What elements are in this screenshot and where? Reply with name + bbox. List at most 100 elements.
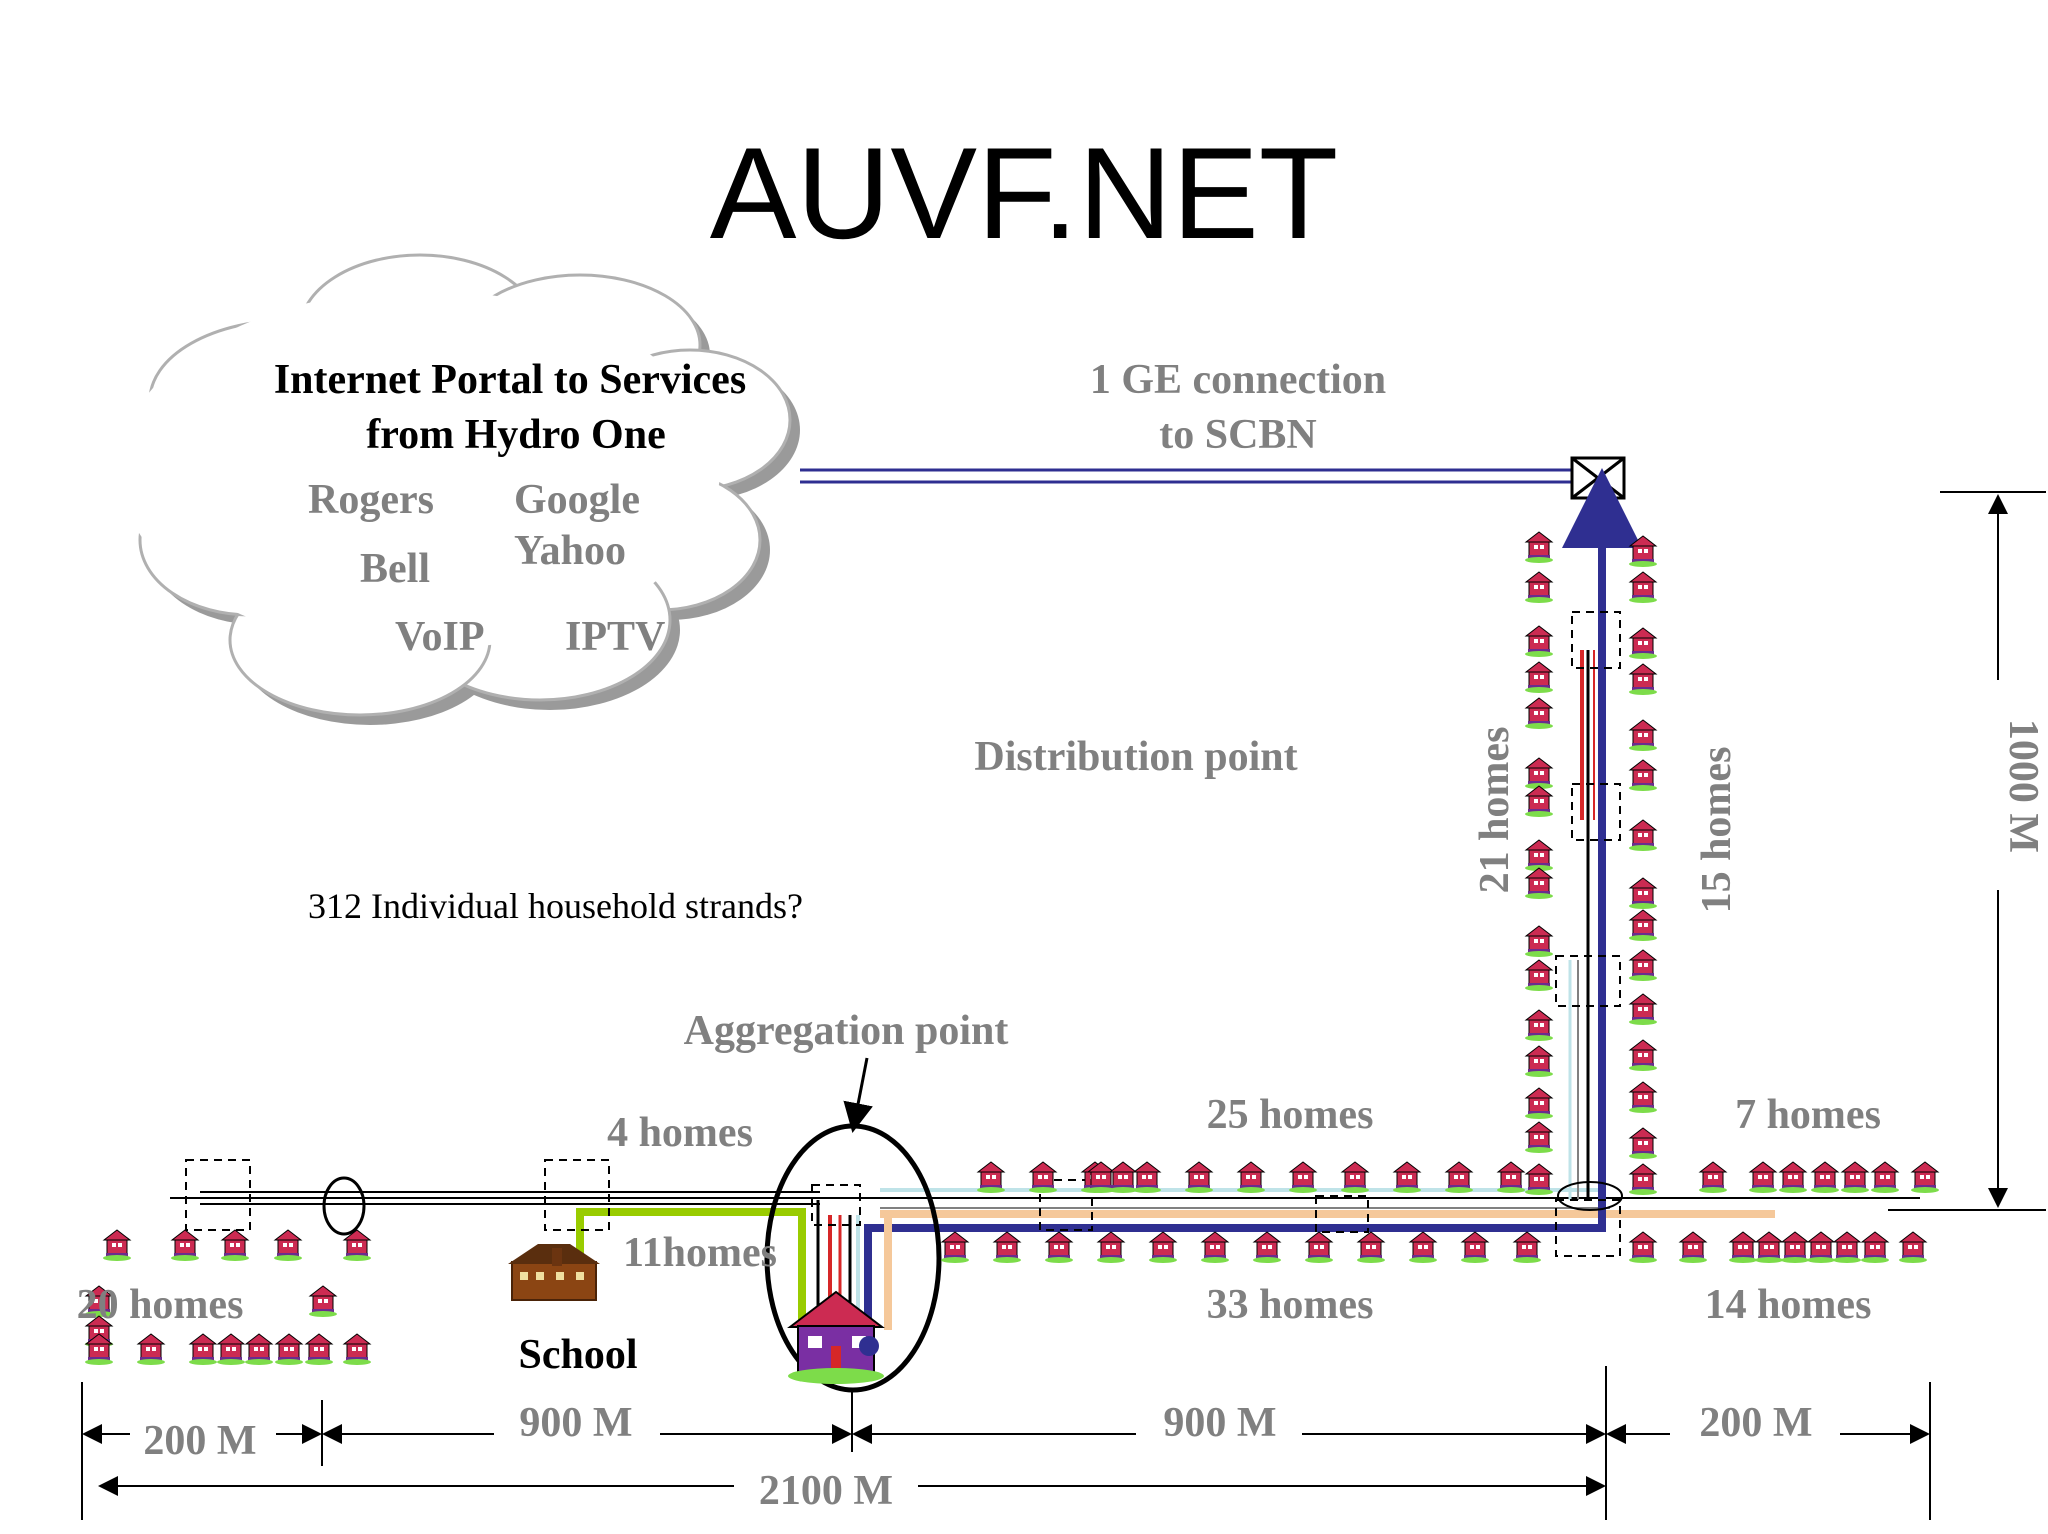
- homes-label-bottom: 33 homes: [1207, 1282, 1374, 1328]
- home-icon: [976, 1161, 1006, 1193]
- home-icon: [1780, 1231, 1810, 1263]
- homes-label-north-west: 21 homes: [1472, 727, 1518, 894]
- home-icon: [1028, 1161, 1058, 1193]
- home-icon: [1252, 1231, 1282, 1263]
- service-google: Google: [514, 477, 640, 523]
- hub-house-icon: [787, 1290, 885, 1384]
- home-icon: [102, 1229, 132, 1261]
- home-icon: [1524, 531, 1554, 563]
- strands-note: 312 Individual household strands?: [308, 886, 803, 926]
- dim-label-main-span: 900 M: [1163, 1400, 1276, 1446]
- home-icon: [1340, 1161, 1370, 1193]
- home-icon: [1288, 1161, 1318, 1193]
- home-icon: [1628, 663, 1658, 695]
- home-icon: [1524, 1121, 1554, 1153]
- home-icon: [1524, 697, 1554, 729]
- home-icon: [1524, 1045, 1554, 1077]
- home-icon: [1512, 1231, 1542, 1263]
- homes-label-north-east: 15 homes: [1694, 747, 1740, 914]
- home-icon: [1754, 1231, 1784, 1263]
- home-icon: [1044, 1231, 1074, 1263]
- home-icon: [1524, 839, 1554, 871]
- home-icon: [1108, 1161, 1138, 1193]
- home-icon: [1628, 877, 1658, 909]
- distribution-junction: [1557, 1181, 1623, 1211]
- home-icon: [1524, 571, 1554, 603]
- home-icon: [1628, 949, 1658, 981]
- vertical-strands: [1568, 650, 1595, 1200]
- service-rogers: Rogers: [308, 477, 434, 523]
- home-icon: [1524, 1087, 1554, 1119]
- home-icon: [940, 1231, 970, 1263]
- home-icon: [216, 1333, 246, 1365]
- home-icon: [1628, 1081, 1658, 1113]
- home-icon: [1628, 1231, 1658, 1263]
- home-icon: [1628, 627, 1658, 659]
- internet-cloud: Internet Portal to Services from Hydro O…: [120, 253, 800, 725]
- home-icon: [1870, 1161, 1900, 1193]
- school-strand: [576, 1208, 806, 1330]
- home-icon: [188, 1333, 218, 1365]
- home-icon: [170, 1229, 200, 1261]
- home-icon: [1628, 819, 1658, 851]
- home-icon: [1628, 1039, 1658, 1071]
- home-icon: [1628, 571, 1658, 603]
- home-icon: [1086, 1161, 1116, 1193]
- home-icon: [1628, 759, 1658, 791]
- home-icon: [244, 1333, 274, 1365]
- home-icon: [1496, 1161, 1526, 1193]
- home-icon: [1392, 1161, 1422, 1193]
- home-icon: [304, 1333, 334, 1365]
- home-icon: [1200, 1231, 1230, 1263]
- home-icon: [1132, 1161, 1162, 1193]
- homes-label-east-bottom: 14 homes: [1705, 1282, 1872, 1328]
- homes-label-east-top: 7 homes: [1735, 1092, 1881, 1138]
- home-icon: [1444, 1161, 1474, 1193]
- home-icon: [1628, 1163, 1658, 1195]
- home-icon: [1184, 1161, 1214, 1193]
- blue-uplink-path: [864, 468, 1642, 1348]
- dim-label-vertical: 1000 M: [2000, 719, 2046, 853]
- ge-label-line1: 1 GE connection: [1090, 357, 1386, 403]
- home-icon: [1728, 1231, 1758, 1263]
- school-building-icon: [508, 1244, 600, 1301]
- home-icon: [1304, 1231, 1334, 1263]
- home-icon: [1628, 719, 1658, 751]
- home-icon: [1698, 1161, 1728, 1193]
- home-icon: [1524, 925, 1554, 957]
- cloud-title-line2: from Hydro One: [366, 412, 665, 458]
- home-icon: [1628, 909, 1658, 941]
- home-icon: [1356, 1231, 1386, 1263]
- dimension-lines: [81, 491, 2046, 1520]
- network-switch-icon: [1570, 456, 1626, 500]
- home-icon: [220, 1229, 250, 1261]
- home-icon: [1840, 1161, 1870, 1193]
- home-icon: [308, 1285, 338, 1317]
- home-icon: [273, 1229, 303, 1261]
- homes-layer: [84, 531, 1940, 1365]
- home-icon: [1460, 1231, 1490, 1263]
- main-trunk: [170, 1188, 1920, 1218]
- aggregation-arrow: [843, 1057, 873, 1133]
- dim-label-total: 2100 M: [759, 1468, 893, 1514]
- home-icon: [84, 1333, 114, 1365]
- ge-connection-line: [800, 468, 1572, 484]
- home-icon: [1898, 1231, 1928, 1263]
- home-icon: [1524, 1009, 1554, 1041]
- home-icon: [1832, 1231, 1862, 1263]
- home-icon: [1910, 1161, 1940, 1193]
- home-icon: [1524, 785, 1554, 817]
- splice-boxes: [185, 611, 1621, 1257]
- home-icon: [1096, 1231, 1126, 1263]
- home-icon: [1524, 625, 1554, 657]
- dim-label-school-span: 900 M: [519, 1400, 632, 1446]
- home-icon: [1524, 867, 1554, 899]
- page-title: AUVF.NET: [710, 120, 1338, 266]
- home-icon: [1678, 1231, 1708, 1263]
- home-icon: [342, 1229, 372, 1261]
- service-bell: Bell: [360, 546, 430, 592]
- loop-marker: [322, 1176, 366, 1236]
- ge-label-line2: to SCBN: [1159, 412, 1317, 458]
- homes-label-top: 25 homes: [1207, 1092, 1374, 1138]
